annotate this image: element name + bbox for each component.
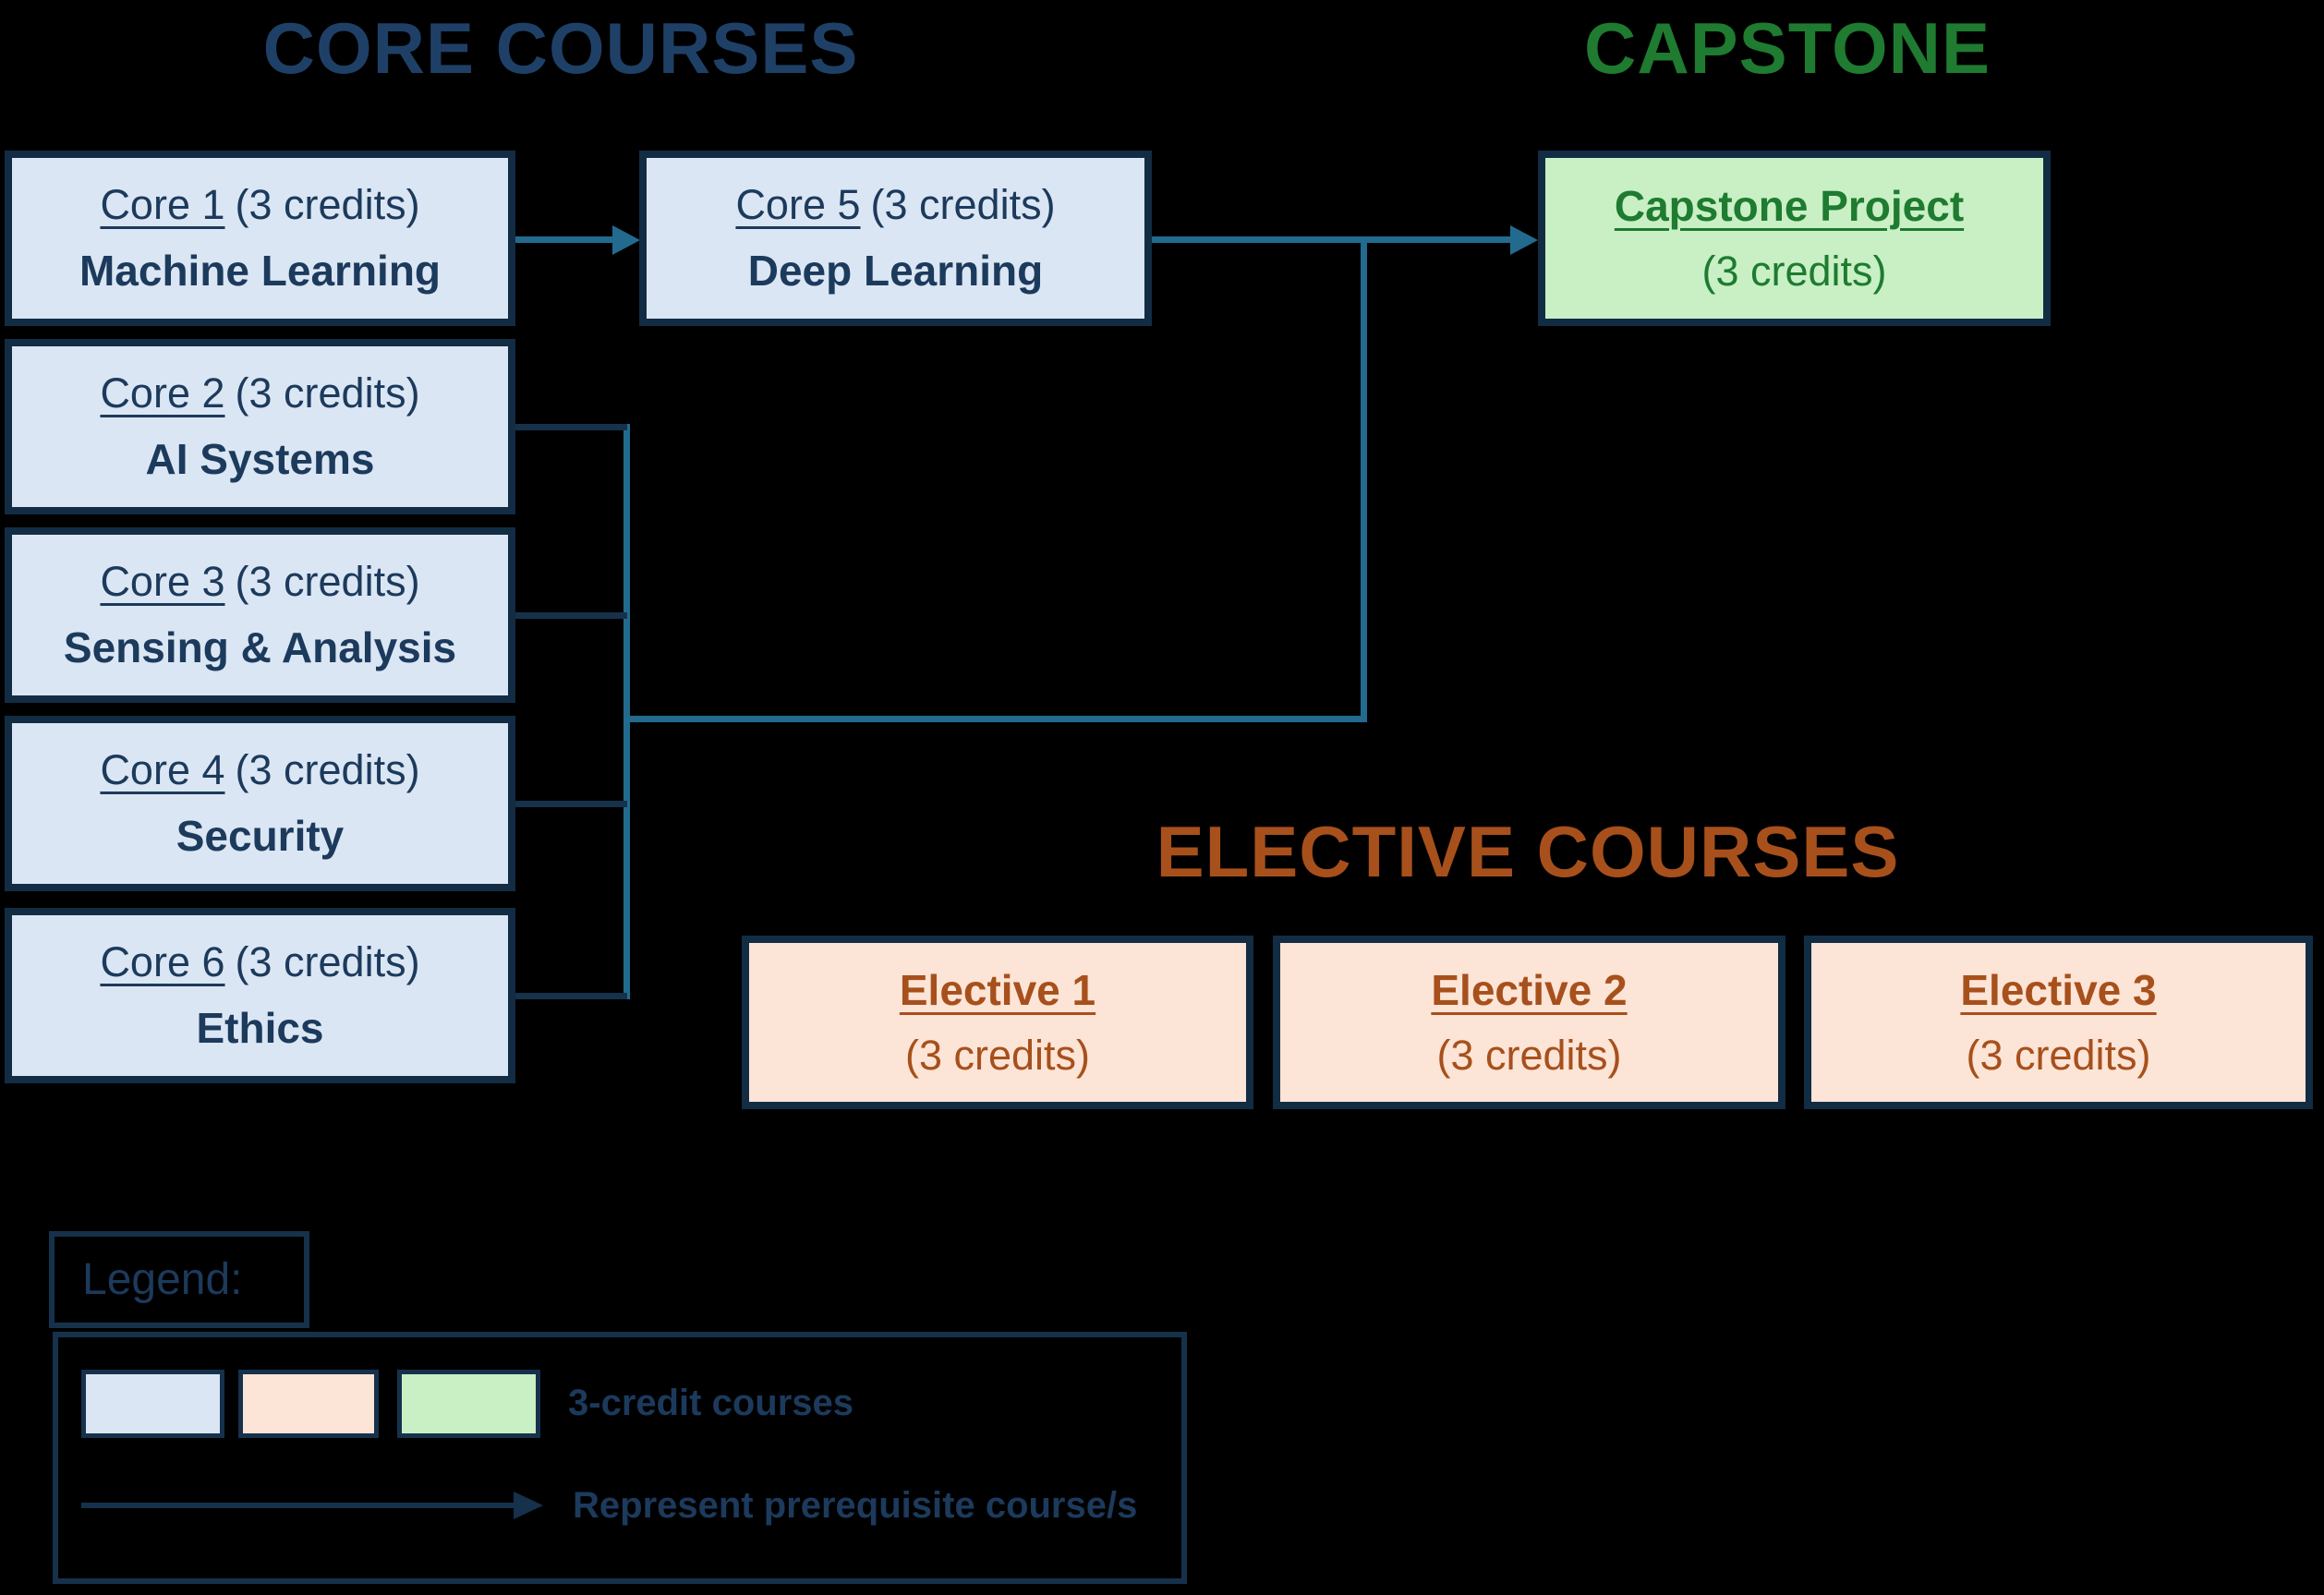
course-subject: Deep Learning xyxy=(747,247,1044,295)
course-credits: (3 credits) xyxy=(235,369,420,417)
course-credits: (3 credits) xyxy=(235,181,420,228)
legend-core-color-swatch xyxy=(81,1370,224,1438)
course-name: Core 2 xyxy=(100,369,225,417)
course-name: Core 5 xyxy=(735,181,861,228)
course-name: Capstone Project xyxy=(1614,182,1965,230)
course-subject: Machine Learning xyxy=(79,247,442,295)
course-name: Core 4 xyxy=(100,746,225,793)
course-heading: Elective 3 xyxy=(1960,965,2156,1015)
core4-connector-stub xyxy=(515,801,627,807)
prerequisite-arrow-core1-to-core5-arrowhead-icon xyxy=(612,225,640,255)
legend-arrow-line xyxy=(81,1503,514,1508)
course-heading: Core 6(3 credits) xyxy=(100,938,419,986)
course-subject: Security xyxy=(176,812,345,860)
course-name: Core 6 xyxy=(100,938,225,985)
course-name: Elective 3 xyxy=(1960,966,2157,1014)
course-credits: (3 credits) xyxy=(235,938,420,985)
course-box-core1: Core 1(3 credits) Machine Learning xyxy=(5,151,515,326)
core2-connector-stub xyxy=(515,424,627,430)
course-credits: (3 credits) xyxy=(870,181,1056,228)
course-heading: Core 1(3 credits) xyxy=(100,181,419,229)
legend-label-box: Legend: xyxy=(49,1231,309,1328)
legend-swatch-label: 3-credit courses xyxy=(568,1383,854,1423)
prerequisite-arrow-core1-to-core5-line xyxy=(515,236,615,243)
core6-connector-stub xyxy=(515,993,627,999)
course-heading: Elective 1 xyxy=(900,965,1095,1015)
connector-vertical-to-capstone-arrow xyxy=(1361,239,1367,716)
course-credits: (3 credits) xyxy=(1436,1032,1622,1079)
capstone-title: CAPSTONE xyxy=(1584,7,1991,89)
course-heading: Core 2(3 credits) xyxy=(100,369,419,417)
course-heading: Core 3(3 credits) xyxy=(100,558,419,606)
course-name: Elective 2 xyxy=(1431,966,1628,1014)
core-courses-title: CORE COURSES xyxy=(262,7,859,89)
course-box-core2: Core 2(3 credits) AI Systems xyxy=(5,339,515,514)
course-box-elective1: Elective 1 (3 credits) xyxy=(742,936,1253,1109)
course-subject: Sensing & Analysis xyxy=(63,623,457,671)
elective-courses-title: ELECTIVE COURSES xyxy=(1156,811,1900,892)
legend-arrowhead-icon xyxy=(514,1492,543,1519)
course-box-elective3: Elective 3 (3 credits) xyxy=(1804,936,2313,1109)
course-box-core4: Core 4(3 credits) Security xyxy=(5,716,515,891)
course-subject: AI Systems xyxy=(145,435,375,483)
core3-connector-stub xyxy=(515,612,627,619)
core-bus-vertical-line xyxy=(623,424,630,999)
course-box-elective2: Elective 2 (3 credits) xyxy=(1273,936,1785,1109)
course-credits: (3 credits) xyxy=(235,746,420,793)
prerequisite-arrow-capstone-arrowhead-icon xyxy=(1510,225,1538,255)
course-credits: (3 credits) xyxy=(235,558,420,605)
course-box-core6: Core 6(3 credits) Ethics xyxy=(5,908,515,1083)
course-box-core5: Core 5(3 credits) Deep Learning xyxy=(639,151,1152,326)
course-heading: Elective 2 xyxy=(1431,965,1627,1015)
course-name: Core 3 xyxy=(100,558,225,605)
legend-box xyxy=(53,1332,1187,1584)
connector-horizontal-from-core-bus xyxy=(623,716,1367,722)
course-subject: Ethics xyxy=(196,1004,324,1052)
course-box-capstone: Capstone Project (3 credits) xyxy=(1538,151,2051,326)
course-credits: (3 credits) xyxy=(1966,1032,2151,1079)
legend-capstone-color-swatch xyxy=(397,1370,540,1438)
course-credits: (3 credits) xyxy=(1701,248,1887,295)
course-name: Elective 1 xyxy=(899,966,1096,1014)
course-box-core3: Core 3(3 credits) Sensing & Analysis xyxy=(5,527,515,703)
course-heading: Capstone Project xyxy=(1615,181,1974,231)
legend-label: Legend: xyxy=(82,1255,243,1304)
course-name: Core 1 xyxy=(100,181,225,228)
course-heading: Core 5(3 credits) xyxy=(735,181,1055,229)
course-heading: Core 4(3 credits) xyxy=(100,746,419,794)
course-credits: (3 credits) xyxy=(904,1032,1091,1079)
prerequisite-arrow-core5-to-capstone-line xyxy=(1152,236,1510,243)
legend-arrow-label: Represent prerequisite course/s xyxy=(573,1485,1138,1526)
legend-elective-color-swatch xyxy=(238,1370,379,1438)
